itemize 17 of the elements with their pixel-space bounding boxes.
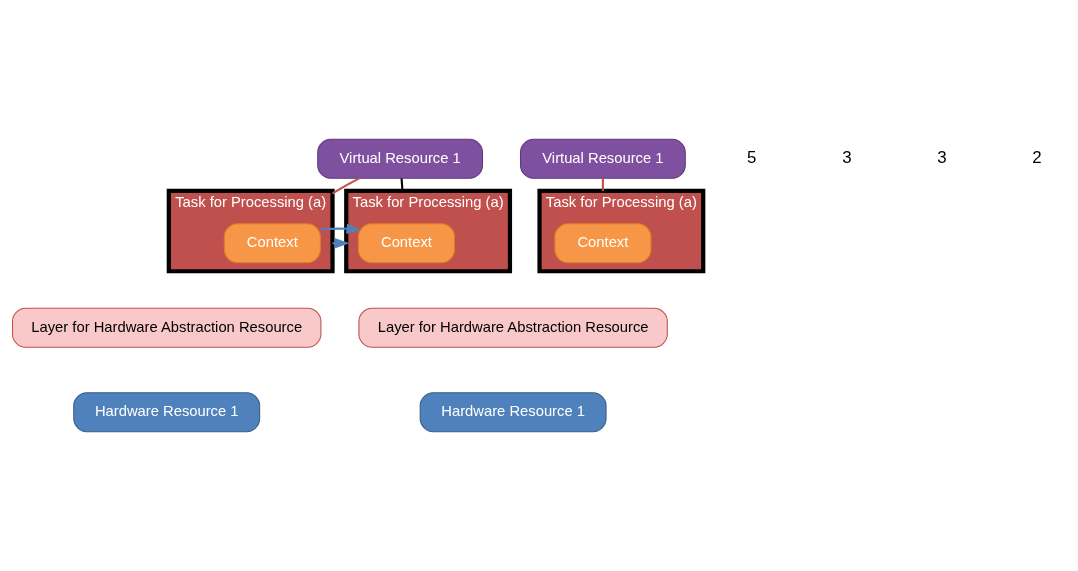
connector	[601, 178, 604, 191]
node-box: Context	[223, 223, 321, 264]
label: 3	[937, 147, 947, 167]
node-box: Virtual Resource 1	[520, 138, 686, 179]
node-box: Layer for Hardware Abstraction Resource	[12, 307, 322, 348]
connector	[331, 177, 360, 195]
arrow	[320, 223, 362, 234]
node-box: Context	[357, 223, 456, 264]
label: 5	[747, 147, 757, 167]
connector	[400, 178, 404, 192]
node-box: Layer for Hardware Abstraction Resource	[358, 307, 668, 348]
node-box: Hardware Resource 1	[419, 392, 607, 433]
node-box: Context	[554, 223, 652, 264]
node-box: Hardware Resource 1	[73, 392, 261, 433]
label: 3	[842, 147, 852, 167]
node-box: Virtual Resource 1	[317, 138, 484, 179]
label: 2	[1032, 147, 1042, 167]
